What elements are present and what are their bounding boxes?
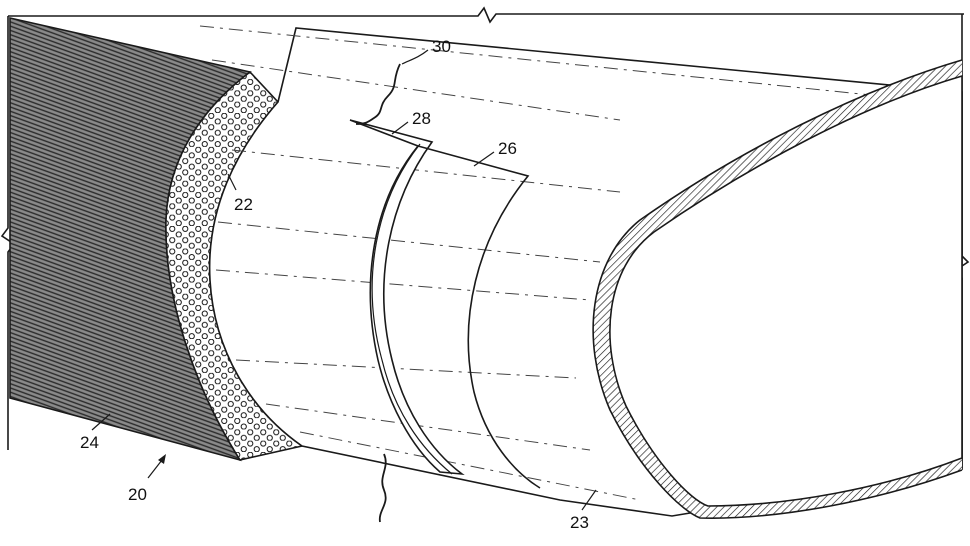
wire-30-bottom — [378, 453, 387, 523]
label-20: 20 — [128, 485, 147, 504]
label-26: 26 — [498, 139, 517, 158]
label-22: 22 — [234, 195, 253, 214]
wrap-sheet-26 — [417, 145, 541, 489]
arrow-20 — [147, 454, 166, 479]
dashed-centerlines — [199, 25, 901, 501]
label-23: 23 — [570, 513, 589, 532]
label-30: 30 — [432, 37, 451, 56]
wire-30-top — [355, 63, 401, 125]
label-24: 24 — [80, 433, 99, 452]
leader-lines — [91, 49, 597, 511]
strip-edge-inner — [371, 143, 453, 475]
label-28: 28 — [412, 109, 431, 128]
hollow-end-inner — [609, 74, 963, 507]
